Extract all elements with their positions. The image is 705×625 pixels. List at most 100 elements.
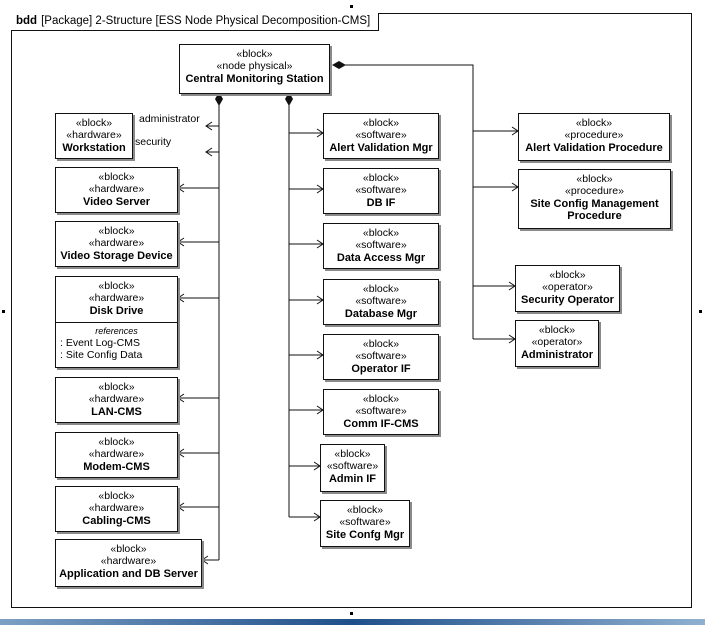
stereotype: «hardware»: [88, 237, 145, 249]
block-name: Data Access Mgr: [336, 252, 426, 264]
block-name: Site Confg Mgr: [325, 529, 405, 541]
block-workstation[interactable]: «block» «hardware» Workstation: [55, 113, 133, 159]
block-name: Disk Drive: [89, 305, 144, 317]
block-admin-if[interactable]: «block» «software» Admin IF: [320, 444, 385, 492]
block-name: DB IF: [366, 197, 396, 209]
composition-diamond-right: [332, 61, 346, 69]
block-name: Video Storage Device: [60, 250, 173, 262]
block-database-mgr[interactable]: «block» «software» Database Mgr: [323, 279, 439, 325]
block-name: Admin IF: [328, 473, 377, 485]
window-bottom-edge: [0, 619, 705, 625]
block-application-db-server[interactable]: «block» «hardware» Application and DB Se…: [55, 539, 202, 587]
stereotype: «hardware»: [88, 502, 145, 514]
block-security-operator[interactable]: «block» «operator» Security Operator: [515, 265, 620, 312]
block-data-access-mgr[interactable]: «block» «software» Data Access Mgr: [323, 223, 439, 269]
stereotype: «node physical»: [216, 60, 293, 72]
stereotype: «block»: [98, 171, 135, 183]
diagram-kind: bdd: [16, 15, 38, 27]
stereotype: «software»: [355, 239, 407, 251]
link-workstation: [206, 125, 219, 153]
block-name: Workstation: [62, 142, 126, 154]
stereotype: «block»: [236, 48, 273, 60]
block-name: Comm IF-CMS: [343, 418, 419, 430]
stereotype: «software»: [355, 295, 407, 307]
block-site-confg-mgr[interactable]: «block» «software» Site Confg Mgr: [320, 500, 410, 547]
resize-handle-top[interactable]: [350, 5, 353, 8]
stereotype: «block»: [98, 381, 135, 393]
diagram-header: bdd[Package] 2-Structure [ESS Node Physi…: [11, 13, 380, 31]
stereotype: «block»: [362, 117, 400, 129]
block-alert-validation-mgr[interactable]: «block» «software» Alert Validation Mgr: [323, 113, 439, 159]
stereotype: «software»: [326, 460, 379, 472]
block-db-if[interactable]: «block» «software» DB IF: [323, 168, 439, 214]
stereotype: «block»: [362, 283, 400, 295]
role-label-security: security: [135, 136, 172, 148]
block-disk-drive[interactable]: «block» «hardware» Disk Drive references…: [55, 276, 178, 368]
stereotype: «block»: [110, 543, 147, 555]
stereotype: «software»: [355, 405, 407, 417]
trunk-right: [340, 64, 474, 339]
stereotype: «hardware»: [100, 555, 157, 567]
block-operator-if[interactable]: «block» «software» Operator IF: [323, 334, 439, 380]
block-video-storage-device[interactable]: «block» «hardware» Video Storage Device: [55, 221, 178, 267]
resize-handle-right[interactable]: [699, 310, 702, 313]
stereotype: «block»: [98, 280, 135, 292]
stereotype: «procedure»: [564, 129, 624, 141]
stereotype: «software»: [355, 129, 407, 141]
stereotype: «block»: [549, 269, 586, 281]
block-name: Video Server: [82, 196, 151, 208]
stereotype: «block»: [362, 227, 400, 239]
block-comm-if-cms[interactable]: «block» «software» Comm IF-CMS: [323, 389, 439, 435]
block-name: Application and DB Server: [59, 568, 198, 580]
resize-handle-bottom[interactable]: [350, 612, 353, 615]
block-central-monitoring-station[interactable]: «block» «node physical» Central Monitori…: [179, 44, 330, 94]
reference-item: : Event Log-CMS: [60, 337, 140, 349]
stereotype: «hardware»: [88, 183, 145, 195]
links-software: [289, 132, 323, 518]
role-label-administrator: administrator: [139, 113, 200, 125]
diagram-title: [Package] 2-Structure [ESS Node Physical…: [41, 15, 371, 27]
stereotype: «block»: [576, 173, 613, 185]
block-site-config-management-procedure[interactable]: «block» «procedure» Site Config Manageme…: [518, 169, 671, 229]
stereotype: «software»: [355, 184, 407, 196]
stereotype: «block»: [98, 436, 135, 448]
compartment-heading: references: [95, 326, 138, 336]
references-compartment: references : Event Log-CMS : Site Config…: [56, 322, 177, 363]
block-administrator[interactable]: «block» «operator» Administrator: [515, 320, 599, 367]
stereotype: «block»: [362, 338, 400, 350]
links-procedure-operator: [473, 130, 518, 340]
block-modem-cms[interactable]: «block» «hardware» Modem-CMS: [55, 432, 178, 478]
stereotype: «procedure»: [565, 185, 624, 197]
block-name: Alert Validation Procedure: [525, 142, 663, 154]
block-name: Security Operator: [521, 294, 614, 306]
block-name: Operator IF: [351, 363, 411, 375]
stereotype: «hardware»: [88, 448, 145, 460]
stereotype: «block»: [538, 324, 576, 336]
block-alert-validation-procedure[interactable]: «block» «procedure» Alert Validation Pro…: [518, 113, 670, 161]
block-name: Modem-CMS: [83, 461, 150, 473]
block-video-server[interactable]: «block» «hardware» Video Server: [55, 167, 178, 213]
stereotype: «block»: [575, 117, 613, 129]
stereotype: «operator»: [531, 336, 583, 348]
arrow-workstation-security: [205, 147, 213, 157]
stereotype: «software»: [355, 350, 407, 362]
stereotype: «hardware»: [88, 292, 145, 304]
block-lan-cms[interactable]: «block» «hardware» LAN-CMS: [55, 377, 178, 423]
resize-handle-left[interactable]: [2, 310, 5, 313]
stereotype: «block»: [362, 393, 400, 405]
block-name: Site Config Management Procedure: [530, 198, 659, 222]
block-name: Alert Validation Mgr: [329, 142, 433, 154]
stereotype: «hardware»: [88, 393, 145, 405]
block-name: Cabling-CMS: [82, 515, 151, 527]
block-name: Central Monitoring Station: [185, 73, 324, 85]
stereotype: «block»: [334, 448, 371, 460]
stereotype: «block»: [75, 117, 113, 129]
block-cabling-cms[interactable]: «block» «hardware» Cabling-CMS: [55, 486, 178, 532]
composition-diamond-left: [215, 92, 223, 106]
block-name: LAN-CMS: [91, 406, 142, 418]
arrow-workstation-admin: [205, 121, 213, 131]
block-name: Administrator: [520, 349, 594, 361]
stereotype: «block»: [98, 225, 135, 237]
stereotype: «block»: [362, 172, 400, 184]
